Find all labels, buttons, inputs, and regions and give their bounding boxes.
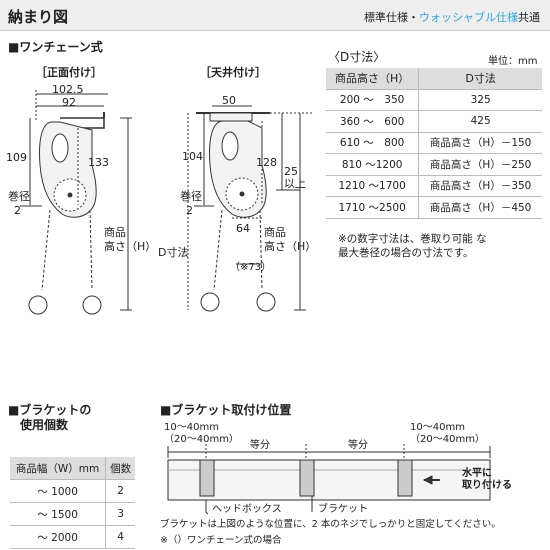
one-chain-title: ■ワンチェーン式: [8, 40, 103, 54]
level-label: 水平に 取り付ける: [462, 468, 512, 491]
ceiling-dim-chain: （※73）: [230, 262, 272, 273]
front-roll-label: 巻径: [8, 190, 30, 203]
bracket-note-2: ※（）ワンチェーン式の場合: [160, 535, 282, 546]
header-bar: 納まり図 標準仕様・ウォッシャブル仕様共通: [0, 0, 550, 31]
bracket-right-range: 10～40mm （20～40mm）: [410, 422, 485, 445]
ceiling-mount-diagram: [187, 105, 312, 312]
front-dim-width-inner: 92: [62, 96, 76, 109]
front-product-height: 商品 高さ（H）: [104, 226, 157, 253]
ceiling-dim-roll-depth: 64: [236, 222, 250, 235]
table-cell: 商品高さ（H）－450: [418, 196, 542, 219]
front-mount-label: ［正面付け］: [36, 66, 102, 79]
table-header: 商品幅（W）mm: [10, 457, 107, 480]
spec-label: 標準仕様・ウォッシャブル仕様共通: [364, 9, 540, 25]
front-mount-diagram: [20, 90, 132, 315]
front-roll-value: 2: [14, 204, 21, 217]
table-header-row: 商品幅（W）mm 個数: [10, 457, 135, 480]
ceiling-mount-label: ［天井付け］: [200, 66, 266, 79]
ceiling-roll-value: 2: [186, 204, 193, 217]
table-cell: 200 ～ 350: [326, 89, 420, 111]
d-dimension-title: 〈D寸法〉: [328, 50, 386, 64]
table-cell: 2: [105, 479, 135, 503]
front-dim-height-total: 109: [6, 151, 27, 164]
table-cell: 1710 ～2500: [326, 196, 420, 219]
ceiling-dim-height-bracket: 128: [256, 156, 277, 169]
spec-standard: 標準仕様・: [364, 11, 419, 24]
table-header: D寸法: [418, 68, 542, 90]
front-dim-width-outer: 102.5: [52, 83, 84, 96]
bracket-left-range: 10～40mm （20～40mm）: [164, 422, 239, 445]
ceiling-d-label: D寸法: [158, 246, 189, 259]
table-cell: 商品高さ（H）－250: [418, 153, 542, 176]
head-box-label: ヘッドボックス: [212, 504, 282, 515]
bracket-equal-1: 等分: [250, 440, 270, 451]
bracket-note-1: ブラケットは上図のような位置に、2 本のネジでしっかりと固定してください。: [160, 519, 501, 530]
bracket-equal-2: 等分: [348, 440, 368, 451]
ceiling-dim-height-total: 104: [182, 150, 203, 163]
table-cell: 1210 ～1700: [326, 175, 420, 197]
page-title: 納まり図: [8, 8, 69, 26]
table-cell: 商品高さ（H）－350: [418, 175, 542, 197]
bracket-position-title: ■ブラケット取付け位置: [160, 403, 292, 417]
table-cell: ～ 2000: [10, 525, 107, 549]
spec-common: 共通: [518, 11, 540, 24]
table-cell: 3: [105, 502, 135, 526]
ceiling-roll-label: 巻径: [180, 190, 202, 203]
table-header: 個数: [105, 457, 135, 480]
table-cell: 610 ～ 800: [326, 132, 420, 154]
table-cell: 商品高さ（H）－150: [418, 132, 542, 154]
bracket-count-title: ■ブラケットの 使用個数: [8, 403, 92, 432]
spec-washable: ウォッシャブル仕様: [419, 11, 518, 24]
bracket-label: ブラケット: [318, 504, 368, 515]
ceiling-product-height: 商品 高さ（H）: [264, 226, 317, 253]
table-cell: ～ 1500: [10, 502, 107, 526]
table-cell: ～ 1000: [10, 479, 107, 503]
table-cell: 4: [105, 525, 135, 549]
table-cell: 325: [418, 89, 542, 111]
table-header: 商品高さ（H）: [326, 68, 420, 90]
d-dimension-note: ※の数字寸法は、巻取り可能 な 最大巻径の場合の寸法です。: [338, 233, 487, 259]
table-header-row: 商品高さ（H） D寸法: [326, 68, 542, 90]
ceiling-dim-width: 50: [222, 94, 236, 107]
table-cell: 425: [418, 110, 542, 133]
d-dimension-unit: 単位：mm: [488, 56, 538, 67]
table-cell: 810 ～1200: [326, 153, 420, 176]
front-dim-height-bracket: 133: [88, 156, 109, 169]
ceiling-dim-side: 25 以上: [284, 165, 306, 190]
bracket-position-diagram: [167, 444, 491, 515]
table-cell: 360 ～ 600: [326, 110, 420, 133]
